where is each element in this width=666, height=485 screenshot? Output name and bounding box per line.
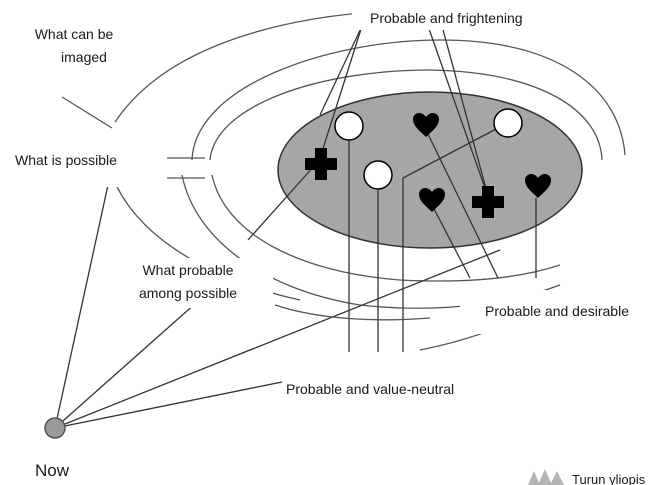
now-point bbox=[44, 417, 66, 439]
possible-inner-arc-lower bbox=[211, 174, 561, 282]
value-neutral-circle-2 bbox=[363, 160, 393, 190]
now-to-probable-label bbox=[54, 294, 206, 429]
neutral-label-mask bbox=[290, 353, 500, 371]
frightening-label-mask bbox=[352, 6, 562, 30]
frightening-cross-icon bbox=[472, 186, 504, 218]
desirable-label-mask bbox=[460, 290, 666, 334]
desirable-line-1 bbox=[425, 129, 499, 279]
frightening-line-cross bbox=[319, 25, 363, 159]
logo-text: Turun yliopis bbox=[572, 472, 646, 485]
university-logo: Turun yliopis bbox=[528, 469, 646, 485]
imagined-label-line2: imaged bbox=[61, 49, 107, 65]
desirable-label: Probable and desirable bbox=[485, 303, 629, 319]
cross-to-probable-label bbox=[247, 164, 316, 241]
imagined-label-line1: What can be bbox=[35, 26, 114, 42]
frightening-label: Probable and frightening bbox=[370, 10, 523, 26]
value-neutral-circle-3 bbox=[493, 108, 523, 138]
value-neutral-circle-1 bbox=[334, 111, 364, 141]
now-to-desirable bbox=[54, 249, 501, 429]
now-to-imagined bbox=[54, 184, 109, 429]
desirable-heart-icon bbox=[413, 112, 439, 137]
probable-label-arc bbox=[274, 304, 431, 321]
logo-mark-icon bbox=[528, 469, 564, 485]
desirable-line-2 bbox=[431, 204, 471, 279]
possible-label-mask bbox=[12, 147, 167, 187]
frightening-line-right bbox=[441, 25, 489, 197]
now-to-neutral bbox=[54, 381, 283, 429]
desirable-heart-icon bbox=[525, 173, 551, 198]
probable-label-line1: What probable bbox=[142, 262, 233, 278]
probable-label-line2: among possible bbox=[139, 285, 237, 301]
neutral-label: Probable and value-neutral bbox=[286, 381, 454, 397]
probable-label-mask bbox=[125, 258, 273, 308]
frightening-line-mid bbox=[427, 25, 486, 189]
possible-inner-arc bbox=[209, 69, 603, 161]
frightening-line-left bbox=[319, 25, 363, 116]
neutral-line-3-diagonal bbox=[402, 127, 499, 179]
imagined-tick bbox=[61, 96, 113, 129]
frightening-cross-icon bbox=[305, 148, 337, 180]
now-label: Now bbox=[35, 461, 70, 480]
possible-arc bbox=[191, 39, 626, 161]
possible-label: What is possible bbox=[15, 152, 117, 168]
desirable-heart-icon bbox=[419, 187, 445, 212]
